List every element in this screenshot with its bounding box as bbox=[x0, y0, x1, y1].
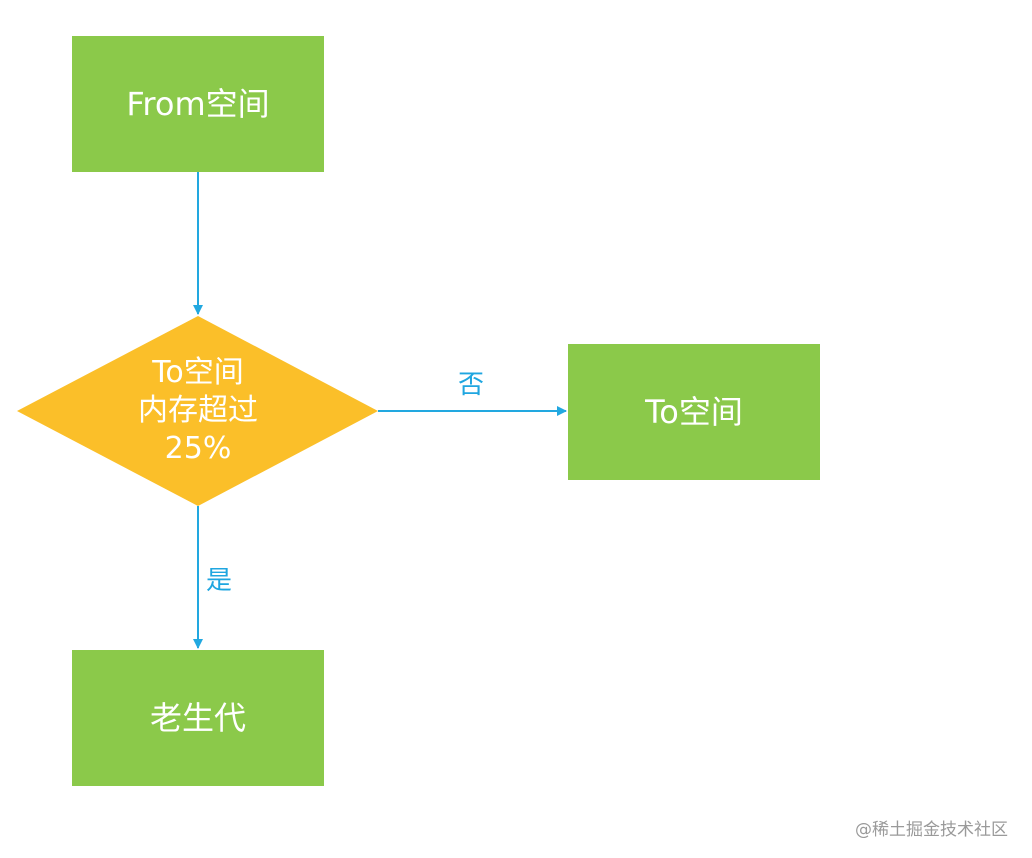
decision-line-3: 25% bbox=[164, 431, 232, 466]
to-space-text: To空间 bbox=[645, 392, 743, 431]
to-space-label: To空间 bbox=[568, 344, 820, 480]
decision-diamond bbox=[17, 316, 378, 506]
from-space-box bbox=[72, 36, 324, 172]
edge-label-no: 否 bbox=[458, 370, 485, 400]
old-generation-text: 老生代 bbox=[149, 698, 246, 737]
old-generation-label: 老生代 bbox=[72, 650, 324, 786]
edge-label-yes: 是 bbox=[206, 566, 233, 596]
to-space-box bbox=[568, 344, 820, 480]
decision-line-1: To空间 bbox=[152, 355, 244, 390]
old-generation-box bbox=[72, 650, 324, 786]
decision-label: To空间 内存超过 25% bbox=[58, 341, 338, 481]
from-space-label: From空间 bbox=[72, 36, 324, 172]
decision-line-2: 内存超过 bbox=[138, 393, 258, 428]
from-space-text: From空间 bbox=[126, 84, 270, 123]
watermark-text: @稀土掘金技术社区 bbox=[855, 820, 1008, 840]
